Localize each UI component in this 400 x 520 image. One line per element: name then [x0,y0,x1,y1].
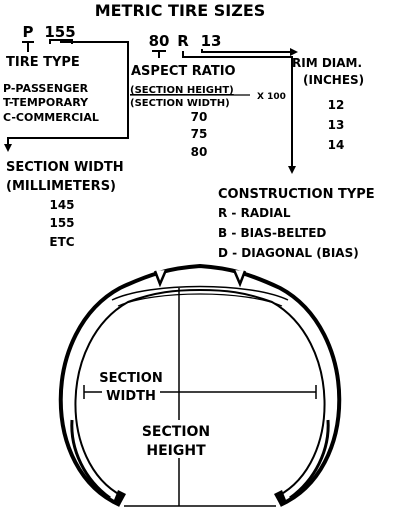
construction-type-bias-belted: B - BIAS-BELTED [218,226,326,240]
rim-diameter-value-13: 13 [328,118,345,132]
section-height-label-line2: HEIGHT [146,443,206,459]
code-section-width: 155 [44,23,75,41]
tire-type-item-temporary: T-TEMPORARY [3,96,89,109]
section-width-value-145: 145 [49,198,74,212]
rim-diameter-value-12: 12 [328,98,345,112]
tire-type-heading: TIRE TYPE [6,55,80,70]
sidewall-left-shade [70,419,111,500]
section-width-label-bg [102,366,160,402]
bead-left [114,490,126,505]
section-width-units: (MILLIMETERS) [6,179,116,194]
tire-outer-casing [58,263,342,507]
aspect-ratio-value-70: 70 [191,110,208,124]
construction-type-radial: R - RADIAL [218,206,291,220]
rim-leader [201,48,298,56]
tire-inner-casing [74,288,326,497]
code-type-letter: P [23,23,34,41]
tire-cross-section [58,263,342,507]
tread-belt-line-inner [117,293,283,307]
section-width-label-line2: WIDTH [106,389,156,404]
tread-groove-right [232,269,247,288]
aspect-ratio-numerator: (SECTION HEIGHT) [130,85,234,96]
section-width-heading: SECTION WIDTH [6,160,124,175]
section-height-label-bg [140,420,218,458]
code-aspect-ratio: 80 [149,32,170,50]
section-width-value-etc: ETC [49,235,74,249]
rim-diameter-heading: RIM DIAM. [292,56,362,70]
aspect-ratio-multiplier: X 100 [257,92,286,102]
section-width-value-155: 155 [49,216,74,230]
tire-type-item-passenger: P-PASSENGER [3,82,89,95]
sidewall-right-shade [289,419,330,500]
tire-type-item-commercial: C-COMMERCIAL [3,111,99,124]
section-height-label-line1: SECTION [142,424,210,440]
section-width-label-line1: SECTION [99,371,162,386]
aspect-ratio-value-75: 75 [191,127,208,141]
section-width-leader [4,40,129,152]
rim-diameter-units: (INCHES) [303,73,364,87]
diagram-title: METRIC TIRE SIZES [95,1,266,20]
construction-leader [182,51,296,174]
code-rim-diameter: 13 [201,32,222,50]
tread-groove-left [153,269,168,288]
bead-right [274,490,286,505]
rim-diameter-value-14: 14 [328,138,345,152]
construction-type-diagonal: D - DIAGONAL (BIAS) [218,246,359,260]
construction-type-heading: CONSTRUCTION TYPE [218,187,375,202]
code-construction-letter: R [177,32,189,50]
leader-lines [4,39,298,174]
aspect-ratio-denominator: (SECTION WIDTH) [130,98,230,109]
aspect-ratio-value-80: 80 [191,145,208,159]
aspect-ratio-heading: ASPECT RATIO [131,64,236,79]
tread-belt-line [111,285,289,301]
